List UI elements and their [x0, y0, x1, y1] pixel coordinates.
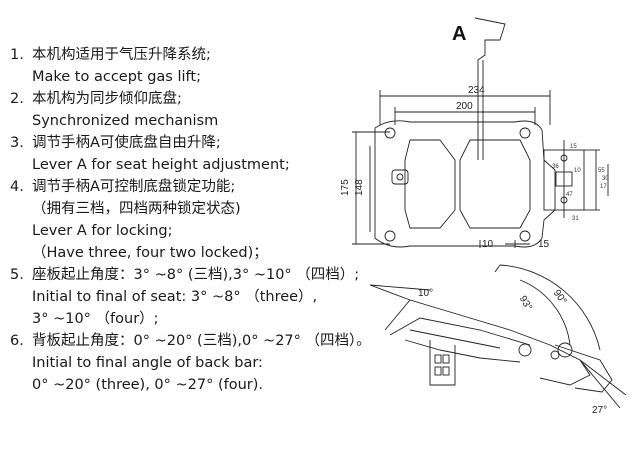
spec-4-line-3: Lever A for locking; — [32, 223, 173, 239]
spec-text: 调节手柄A可使底盘自由升降; — [32, 135, 221, 151]
spec-6-line-1: 6. 背板起止角度：0° ~20° (三档),0° ~27° （四档）。 — [10, 330, 390, 352]
dim-10: 10 — [482, 239, 494, 250]
mechanism-diagram: A 234 200 175 148 — [330, 0, 635, 445]
small-dim-31: 31 — [572, 216, 579, 222]
spec-text: 本机构适用于气压升降系统; — [32, 47, 211, 63]
spec-number: 3. — [10, 135, 24, 151]
spec-5-line-3: 3° ~10° （four）; — [32, 311, 159, 327]
small-dim-15: 15 — [570, 144, 577, 150]
spec-6-line-2: Initial to final angle of back bar: — [32, 355, 263, 371]
spec-1-line-2: Make to accept gas lift; — [32, 69, 201, 85]
spec-5-line-2: Initial to final of seat: 3° ~8° （three）… — [32, 289, 318, 305]
spec-2-line-1: 2. 本机构为同步倾仰底盘; — [10, 88, 390, 110]
small-dim-17: 17 — [600, 184, 607, 190]
spec-number: 4. — [10, 179, 24, 195]
angle-arc-93 — [519, 279, 571, 346]
spec-number: 2. — [10, 91, 24, 107]
spec-3-line-2: Lever A for seat height adjustment; — [32, 157, 290, 173]
spec-text: 座板起止角度：3° ~8° (三档),3° ~10° （四档）; — [32, 267, 360, 283]
angle-93: 93° — [517, 294, 534, 313]
dim-148: 148 — [354, 179, 365, 196]
angle-90: 90° — [551, 288, 569, 307]
spec-1-line-1: 1. 本机构适用于气压升降系统; — [10, 44, 390, 66]
dim-200: 200 — [456, 101, 473, 112]
dim-15: 15 — [538, 239, 550, 250]
small-dim-36: 36 — [552, 164, 559, 170]
spec-number: 1. — [10, 47, 24, 63]
spec-4-line-2: （拥有三档，四档两种锁定状态) — [32, 201, 241, 217]
spec-4-line-1: 4. 调节手柄A可控制底盘锁定功能; — [10, 176, 390, 198]
spec-list: 1. 本机构适用于气压升降系统; Make to accept gas lift; 2… — [10, 44, 390, 396]
spec-5-line-1: 5. 座板起止角度：3° ~8° (三档),3° ~10° （四档）; — [10, 264, 390, 286]
small-dim-47: 47 — [566, 192, 573, 198]
angle-line-27 — [579, 359, 621, 409]
small-dim-30: 30 — [602, 176, 609, 182]
lever-a-label: A — [452, 23, 466, 45]
lever-a — [474, 17, 506, 160]
side-mechanism — [384, 299, 591, 386]
angle-arc-90 — [499, 264, 601, 351]
spec-3-line-1: 3. 调节手柄A可使底盘自由升降; — [10, 132, 390, 154]
angle-10: 10° — [418, 288, 433, 299]
spec-2-line-2: Synchronized mechanism — [32, 113, 219, 129]
spec-number: 6. — [10, 333, 24, 349]
spec-text: 调节手柄A可控制底盘锁定功能; — [32, 179, 236, 195]
small-dim-10: 10 — [574, 168, 581, 174]
small-dim-55: 55 — [598, 168, 605, 174]
spec-text: 背板起止角度：0° ~20° (三档),0° ~27° （四档）。 — [32, 333, 371, 349]
spec-text: 本机构为同步倾仰底盘; — [32, 91, 182, 107]
angle-27: 27° — [592, 405, 607, 416]
spec-6-line-3: 0° ~20° (three), 0° ~27° (four). — [32, 377, 264, 393]
dim-175: 175 — [340, 179, 351, 196]
spec-4-line-4: （Have three, four two locked)； — [32, 245, 268, 261]
dim-234: 234 — [468, 85, 485, 96]
angle-line-10 — [369, 284, 411, 301]
spec-number: 5. — [10, 267, 24, 283]
mechanism-drawing: A 234 200 175 148 — [340, 17, 627, 416]
